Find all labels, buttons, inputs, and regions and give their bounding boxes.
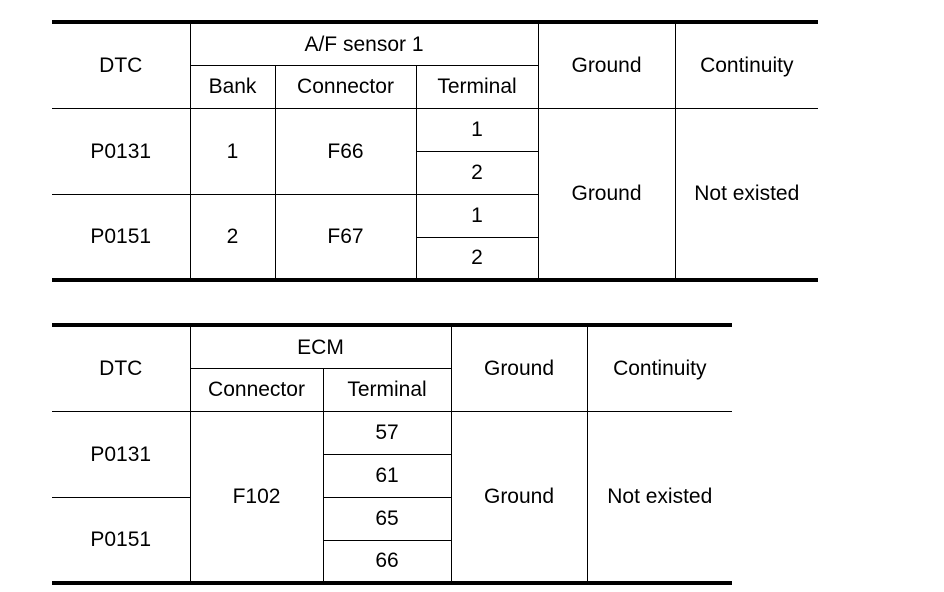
terminal-cell: 2: [415, 237, 539, 282]
dtc-cell: P0131: [52, 108, 190, 195]
terminal-cell: 65: [322, 497, 452, 541]
terminal-cell: 2: [415, 151, 539, 195]
continuity-cell: Not existed: [674, 108, 819, 282]
bank-cell: 1: [189, 108, 275, 195]
header-continuity: Continuity: [674, 20, 819, 109]
header-terminal: Terminal: [415, 65, 539, 109]
continuity-cell: Not existed: [586, 411, 733, 585]
ground-cell: Ground: [450, 411, 588, 585]
terminal-cell: 66: [322, 540, 452, 585]
header-dtc: DTC: [52, 20, 190, 109]
connector-cell: F67: [274, 194, 416, 282]
dtc-cell: P0131: [52, 411, 190, 498]
header-bank: Bank: [189, 65, 275, 109]
header-af-sensor-1: A/F sensor 1: [189, 20, 539, 66]
bank-cell: 2: [189, 194, 275, 282]
terminal-cell: 57: [322, 411, 452, 455]
af-sensor-table: DTC A/F sensor 1 Ground Continuity Bank …: [52, 20, 819, 282]
dtc-cell: P0151: [52, 497, 190, 585]
header-ecm: ECM: [189, 323, 452, 369]
terminal-cell: 1: [415, 194, 539, 238]
header-ground: Ground: [537, 20, 676, 109]
header-dtc: DTC: [52, 323, 190, 412]
ecm-table: DTC ECM Ground Continuity Connector Term…: [52, 323, 733, 585]
terminal-cell: 1: [415, 108, 539, 152]
dtc-cell: P0151: [52, 194, 190, 282]
header-connector: Connector: [274, 65, 416, 109]
header-connector: Connector: [189, 368, 323, 412]
connector-cell: F102: [189, 411, 323, 585]
terminal-cell: 61: [322, 454, 452, 498]
header-ground: Ground: [450, 323, 588, 412]
header-terminal: Terminal: [322, 368, 452, 412]
header-continuity: Continuity: [586, 323, 733, 412]
connector-cell: F66: [274, 108, 416, 195]
ground-cell: Ground: [537, 108, 676, 282]
